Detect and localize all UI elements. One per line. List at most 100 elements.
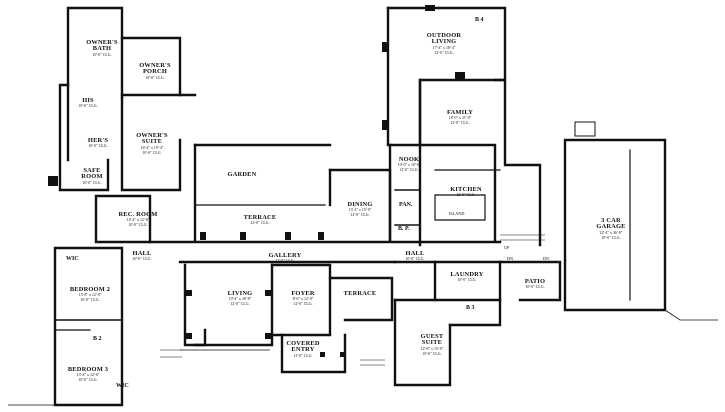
room-bp: B. P. [398, 226, 410, 232]
stair-up-label: UP [504, 245, 510, 250]
room-name: OWNER'S [86, 39, 118, 46]
room-garage: 3 CAR GARAGE 22'-4" x 36'-0" 10'-0" CLG. [596, 217, 626, 241]
room-ceiling: 10'-0" CLG. [128, 223, 148, 228]
room-name: OWNER'S [139, 62, 171, 69]
room-ceiling: 12'-0" CLG. [293, 353, 313, 358]
room-ceiling: 10'-0" CLG. [82, 180, 102, 185]
columns [48, 5, 596, 357]
room-hall-right: HALL 10'-0" CLG. [405, 250, 425, 262]
room-name: HALL [405, 250, 425, 257]
room-garden: GARDEN [227, 171, 257, 178]
room-name: GARAGE [596, 223, 626, 231]
room-covered-entry: COVERED ENTRY 12'-0" CLG. [286, 340, 319, 359]
room-ceiling: 10'-0" CLG. [145, 75, 165, 80]
room-ceiling: 12'-0" CLG. [230, 302, 250, 307]
room-name: BEDROOM 2 [69, 286, 111, 293]
room-dims: 13'-8" x 12'-0" [78, 293, 102, 298]
room-ceiling: 12'-0" CLG. [434, 50, 454, 55]
room-laundry: LAUNDRY 10'-0" CLG. [450, 271, 484, 283]
room-rec-room: REC. ROOM 14'-4" x 12'-8" 10'-0" CLG. [118, 211, 158, 228]
room-name: LIVING [431, 38, 457, 46]
room-ceiling: 12'-0" CLG. [456, 193, 476, 198]
room-dims: 19'-4" x 20'-8" [228, 297, 252, 302]
stair-down-label: DN [507, 256, 514, 261]
room-name: BEDROOM 3 [67, 366, 109, 373]
room-name: 3 CAR [601, 217, 621, 224]
room-name: ROOM [81, 173, 103, 181]
room-ceiling: 12'-0" CLG. [450, 121, 470, 126]
exterior-walls [53, 6, 667, 407]
room-dims: 12'-8" x 15'-0" [420, 346, 444, 351]
room-guest-suite: GUEST SUITE 12'-8" x 15'-0" 10'-0" CLG. [420, 333, 444, 357]
room-ceiling: 10'-0" CLG. [422, 351, 442, 356]
room-name: SUITE [421, 339, 443, 347]
room-pantry: PAN. [399, 202, 413, 208]
room-ceiling: 12'-0" CLG. [293, 302, 313, 307]
room-name: SUITE [141, 138, 163, 146]
room-dims: 17'-4" x 18'-4" [432, 45, 456, 50]
room-ceiling: 10'-0" CLG. [405, 257, 425, 262]
room-name: GUEST [420, 333, 444, 340]
room-bedroom-3: BEDROOM 3 13'-4" x 12'-0" 10'-0" CLG. [67, 366, 109, 383]
room-name: HER'S [87, 137, 109, 144]
room-dims: 22'-4" x 36'-0" [599, 230, 623, 235]
room-name: PORCH [142, 68, 168, 76]
room-name: FAMILY [446, 109, 474, 116]
room-name: HALL [132, 250, 152, 257]
room-ceiling: 12'-0" CLG. [275, 259, 295, 264]
room-gallery: GALLERY 12'-0" CLG. [269, 252, 302, 264]
room-name: DINING [347, 201, 373, 208]
room-name: GARDEN [227, 171, 257, 178]
room-bedroom-2: BEDROOM 2 13'-8" x 12'-0" 10'-0" CLG. [69, 286, 111, 303]
room-ceiling: 10'-0" CLG. [80, 298, 100, 303]
room-name: TERRACE [343, 290, 377, 297]
room-safe-room: SAFE ROOM 10'-0" CLG. [81, 167, 103, 186]
room-dining: DINING 13'-3" x 15'-0" 12'-0" CLG. [347, 201, 373, 218]
stair-down-label: DN [543, 256, 550, 261]
room-dims: 16'-4" x 19'-4" [140, 145, 164, 150]
room-name: REC. ROOM [118, 211, 158, 218]
room-name: BATH [92, 45, 112, 53]
room-name: SAFE [83, 167, 101, 174]
room-b2: B 2 [93, 336, 102, 342]
room-name: LAUNDRY [450, 271, 484, 278]
room-terrace-main: TERRACE 12'-0" CLG. [243, 214, 277, 226]
kitchen-island-label: ISLAND [449, 211, 465, 216]
room-b3: B 3 [466, 305, 475, 311]
room-name: ENTRY [291, 346, 315, 354]
room-outdoor-living: OUTDOOR LIVING 17'-4" x 18'-4" 12'-0" CL… [426, 32, 462, 56]
room-name: OUTDOOR [426, 32, 462, 39]
room-ceiling: 10'-0" CLG. [457, 278, 477, 283]
room-ceiling: 10'-0" CLG. [92, 52, 112, 57]
room-living: LIVING 19'-4" x 20'-8" 12'-0" CLG. [227, 290, 253, 307]
room-ceiling: 12'-0" CLG. [399, 168, 419, 173]
room-ceiling: 10'-0" CLG. [78, 378, 98, 383]
room-ceiling: 10'-0" CLG. [88, 144, 108, 149]
room-dims: 14'-4" x 12'-8" [126, 218, 150, 223]
room-owners-bath: OWNER'S BATH 10'-0" CLG. [86, 39, 118, 58]
room-patio: PATIO 10'-0" CLG. [525, 278, 545, 290]
room-dims: 13'-4" x 12'-0" [76, 373, 100, 378]
room-wic-bottom: WIC [116, 383, 129, 389]
steps [160, 234, 545, 366]
room-hers: HER'S 10'-0" CLG. [87, 137, 109, 149]
room-name: TERRACE [243, 214, 277, 221]
room-owners-porch: OWNER'S PORCH 10'-0" CLG. [139, 62, 171, 81]
room-ceiling: 12'-0" CLG. [250, 221, 270, 226]
room-ceiling: 10'-0" CLG. [78, 104, 98, 109]
site-lines [8, 309, 718, 406]
room-terrace-small: TERRACE [343, 290, 377, 297]
room-b4: B 4 [475, 17, 484, 23]
room-ceiling: 12'-0" CLG. [350, 213, 370, 218]
room-dims: 10'-0" x 10'-0" [397, 163, 421, 168]
room-name: FOYER [291, 290, 315, 297]
room-name: LIVING [227, 290, 253, 297]
room-dims: 8'-6" x 12'-0" [292, 297, 314, 302]
room-dims: 13'-3" x 15'-0" [348, 208, 372, 213]
room-foyer: FOYER 8'-6" x 12'-0" 12'-0" CLG. [291, 290, 315, 307]
room-kitchen: KITCHEN 12'-0" CLG. [450, 186, 482, 198]
room-name: NOOK [398, 156, 420, 163]
room-dims: 18'-0" x 21'-0" [448, 116, 472, 121]
room-ceiling: 10'-0" CLG. [525, 285, 545, 290]
